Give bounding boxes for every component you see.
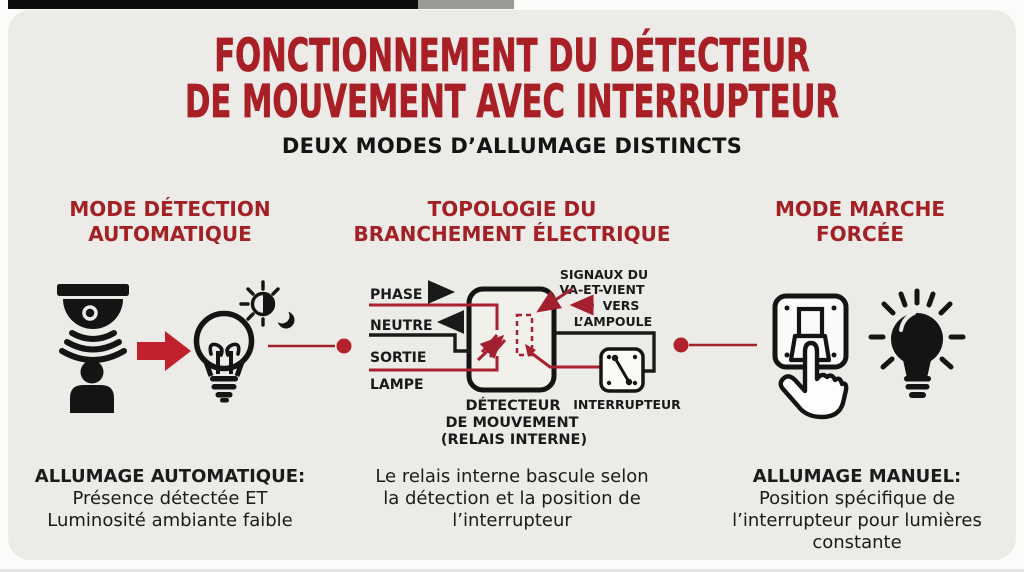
annotation-vers: VERS	[603, 298, 640, 313]
wire-label-lampe: LAMPE	[370, 377, 424, 393]
heading-marche-forcee-line1: MODE MARCHE	[775, 197, 945, 221]
person-icon	[70, 360, 114, 413]
caption-left-title: ALLUMAGE AUTOMATIQUE:	[34, 466, 306, 487]
annotation-ampoule: L’AMPOULE	[574, 314, 652, 329]
heading-topologie-line2: BRANCHEMENT ÉLECTRIQUE	[353, 222, 671, 246]
motion-sensor-icon	[57, 284, 129, 363]
phase-wire	[369, 303, 499, 330]
wire-label-phase: PHASE	[370, 287, 422, 303]
day-night-icon	[239, 280, 295, 329]
annotation-signaux-line2: VA-ET-VIENT	[559, 282, 645, 297]
background-panel	[8, 10, 1016, 560]
switch-loop-wire	[554, 331, 656, 373]
diagram-band: PHASE NEUTRE SORTIE LAMPE	[57, 267, 966, 448]
heading-mode-detection: MODE DÉTECTION AUTOMATIQUE	[40, 197, 300, 247]
caption-allumage-automatique: ALLUMAGE AUTOMATIQUE: Présence détectée …	[28, 466, 312, 532]
caption-right-line2: l’interrupteur pour lumières	[732, 510, 982, 531]
caption-right-title: ALLUMAGE MANUEL:	[752, 466, 962, 487]
wire-label-sortie: SORTIE	[370, 350, 426, 366]
top-border-bar-segment	[418, 0, 514, 9]
bulb-on-icon	[868, 288, 966, 398]
caption-right-line1: Position spécifique de	[758, 488, 956, 509]
page-title-line1: FONCTIONNEMENT DU DÉTECTEUR	[214, 29, 810, 82]
hand-press-icon	[778, 340, 849, 420]
heading-topologie: TOPOLOGIE DU BRANCHEMENT ÉLECTRIQUE	[330, 197, 694, 247]
caption-relais: Le relais interne bascule selon la détec…	[370, 466, 654, 532]
sortie-lampe-wire	[369, 356, 499, 372]
caption-allumage-manuel: ALLUMAGE MANUEL: Position spécifique de …	[715, 466, 999, 554]
caption-center-line1: Le relais interne bascule selon	[375, 466, 649, 487]
heading-topologie-line1: TOPOLOGIE DU	[427, 197, 597, 221]
interrupteur-label: INTERRUPTEUR	[573, 397, 681, 412]
caption-center-line2: la détection et la position de	[383, 488, 641, 509]
heading-marche-forcee-line2: FORCÉE	[815, 222, 905, 246]
bulb-off-icon	[193, 310, 255, 403]
annotation-signaux-line1: SIGNAUX DU	[560, 267, 648, 282]
signaux-arrow	[536, 287, 573, 313]
caption-left-line2: Luminosité ambiante faible	[47, 510, 293, 531]
page-title-line2: DE MOUVEMENT AVEC INTERRUPTEUR	[184, 75, 840, 128]
detector-label-line2: DE MOUVEMENT	[445, 415, 578, 431]
arrow-right-icon	[137, 331, 191, 371]
detector-box	[466, 286, 557, 393]
bottom-border-bar	[0, 569, 1024, 572]
heading-mode-detection-line1: MODE DÉTECTION	[69, 197, 271, 221]
detector-label-line3: (RELAIS INTERNE)	[441, 432, 587, 448]
top-border-bar	[8, 0, 418, 9]
caption-left-line1: Présence détectée ET	[72, 488, 268, 509]
connector-left-dot	[336, 338, 352, 354]
heading-mode-detection-line2: AUTOMATIQUE	[88, 222, 252, 246]
relay-dashed-box	[515, 313, 534, 357]
page-subtitle: DEUX MODES D’ALLUMAGE DISTINCTS	[281, 134, 743, 158]
neutre-wire	[369, 333, 471, 353]
connector-right-dot	[673, 337, 689, 353]
relay-lever-symbol	[525, 344, 601, 369]
relay-coil-symbol	[476, 334, 507, 362]
wall-switch-icon	[772, 293, 849, 370]
heading-marche-forcee: MODE MARCHE FORCÉE	[740, 197, 980, 247]
caption-center-line3: l’interrupteur	[452, 510, 572, 531]
page-title: FONCTIONNEMENT DU DÉTECTEUR DE MOUVEMENT…	[0, 29, 1024, 128]
caption-right-line3: constante	[812, 532, 902, 553]
detector-label-line1: DÉTECTEUR	[465, 397, 560, 414]
wire-label-neutre: NEUTRE	[370, 318, 433, 334]
wiring-diagram: PHASE NEUTRE SORTIE LAMPE	[369, 267, 681, 448]
switch-symbol-box	[599, 347, 645, 393]
